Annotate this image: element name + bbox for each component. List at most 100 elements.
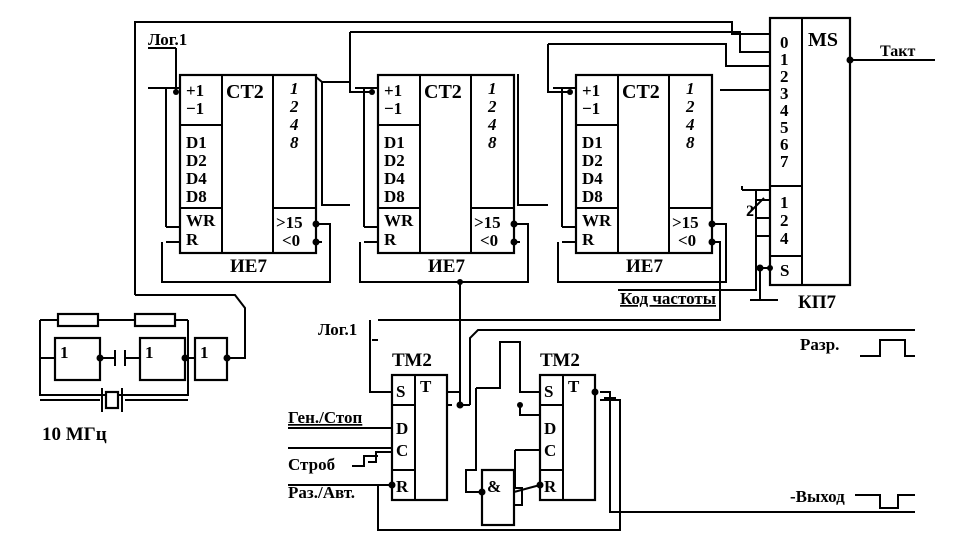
inverter-3: 1 <box>200 343 209 362</box>
out-4: 4 <box>289 115 299 134</box>
ff1-c: C <box>396 441 408 460</box>
counter-ie7-2: СТ2 +1 −1 D1 D2 D4 D8 WR R 1 2 4 8 >15 <… <box>376 73 516 277</box>
razr-label: Разр. <box>800 335 839 354</box>
counter-pin-wires <box>161 88 727 392</box>
chip-name: ИЕ7 <box>230 256 267 277</box>
ff2-s: S <box>544 382 553 401</box>
pin-d2: D2 <box>186 151 207 170</box>
waveforms <box>352 339 915 509</box>
pin-plus1: +1 <box>384 81 402 100</box>
tact-label: Такт <box>880 43 915 60</box>
mux-strobe-s: S <box>780 261 789 280</box>
pin-lt0: <0 <box>282 231 300 250</box>
chip-name: ИЕ7 <box>428 256 465 277</box>
pin-d2: D2 <box>582 151 603 170</box>
log1-top-label: Лог.1 <box>148 30 187 49</box>
ff1-r: R <box>396 477 409 496</box>
pin-d1: D1 <box>186 133 207 152</box>
pin-minus1: −1 <box>384 99 402 118</box>
inverter-2: 1 <box>145 343 154 362</box>
oscillator: 1 1 1 10 МГц <box>39 294 246 445</box>
osc-freq-label: 10 МГц <box>42 424 107 445</box>
mux-in-1: 1 <box>780 50 789 69</box>
pin-d1: D1 <box>384 133 405 152</box>
mux-addr-4: 4 <box>780 229 789 248</box>
ff2-c: C <box>544 441 556 460</box>
inverter-1: 1 <box>60 343 69 362</box>
pulse-out <box>855 494 915 509</box>
pulse-razr <box>860 339 915 357</box>
out-2: 2 <box>289 97 299 116</box>
pin-r: R <box>384 230 397 249</box>
mux-in-4: 4 <box>780 101 789 120</box>
top-wires <box>134 21 770 295</box>
pin-plus1: +1 <box>186 81 204 100</box>
raz-avt-label: Раз./Авт. <box>288 483 355 502</box>
pin-gt15: >15 <box>474 213 501 232</box>
pin-d8: D8 <box>384 187 405 206</box>
ff2-d: D <box>544 419 556 438</box>
out-8: 8 <box>488 133 497 152</box>
mux-addr-2: 2 <box>780 211 789 230</box>
freq-code-label: Код частоты <box>620 289 716 308</box>
out-1: 1 <box>686 79 695 98</box>
strob-label: Строб <box>288 455 335 474</box>
ff1-s: S <box>396 382 405 401</box>
pin-wr: WR <box>186 211 216 230</box>
pin-d1: D1 <box>582 133 603 152</box>
pin-minus1: −1 <box>186 99 204 118</box>
pin-gt15: >15 <box>672 213 699 232</box>
mux-addr-1: 1 <box>780 193 789 212</box>
flipflop-tm2-2: ТМ2 S T D C R <box>538 350 597 502</box>
pin-d4: D4 <box>582 169 603 188</box>
pulse-strob <box>352 455 378 467</box>
pin-r: R <box>582 230 595 249</box>
pin-d4: D4 <box>384 169 405 188</box>
counter-ie7-1: СТ2 +1 −1 D1 D2 D4 D8 WR R 1 2 4 8 >15 <… <box>178 73 318 277</box>
ct2-label: СТ2 <box>622 81 660 103</box>
log1-bottom-label: Лог.1 <box>318 320 357 339</box>
counter-ie7-3: СТ2 +1 −1 D1 D2 D4 D8 WR R 1 2 4 8 >15 <… <box>574 73 714 277</box>
pin-d2: D2 <box>384 151 405 170</box>
output-label: -Выход <box>790 487 845 506</box>
pin-d8: D8 <box>186 187 207 206</box>
pin-d4: D4 <box>186 169 207 188</box>
mux-chip-name: КП7 <box>798 292 837 313</box>
pin-gt15: >15 <box>276 213 303 232</box>
mux-in-7: 7 <box>780 152 789 171</box>
out-1: 1 <box>290 79 299 98</box>
and-symbol: & <box>487 477 501 496</box>
out-8: 8 <box>686 133 695 152</box>
mux-in-0: 0 <box>780 33 789 52</box>
pulse-q2 <box>604 397 616 408</box>
mux-in-6: 6 <box>780 135 789 154</box>
pin-lt0: <0 <box>480 231 498 250</box>
out-4: 4 <box>487 115 497 134</box>
ff1-d: D <box>396 419 408 438</box>
ms-label: MS <box>808 29 838 51</box>
gen-stop-label: Ген./Стоп <box>288 408 363 427</box>
mux-kp7: MS 0 1 2 3 4 5 6 7 1 2 4 S КП7 2 Такт <box>618 16 935 313</box>
pin-lt0: <0 <box>678 231 696 250</box>
out-2: 2 <box>487 97 497 116</box>
pin-minus1: −1 <box>582 99 600 118</box>
out-1: 1 <box>488 79 497 98</box>
mux-in-3: 3 <box>780 84 789 103</box>
out-2: 2 <box>685 97 695 116</box>
ff2-t: T <box>568 377 580 396</box>
mux-in-5: 5 <box>780 118 789 137</box>
mux-in-2: 2 <box>780 67 789 86</box>
lower-wires <box>288 320 915 531</box>
pin-wr: WR <box>384 211 414 230</box>
flipflop-tm2-1: ТМ2 S T D C R <box>390 350 449 502</box>
pin-r: R <box>186 230 199 249</box>
ct2-label: СТ2 <box>226 81 264 103</box>
ct2-label: СТ2 <box>424 81 462 103</box>
pin-plus1: +1 <box>582 81 600 100</box>
ff2-r: R <box>544 477 557 496</box>
out-4: 4 <box>685 115 695 134</box>
chip-name: ИЕ7 <box>626 256 663 277</box>
and-gate: & <box>480 468 516 527</box>
